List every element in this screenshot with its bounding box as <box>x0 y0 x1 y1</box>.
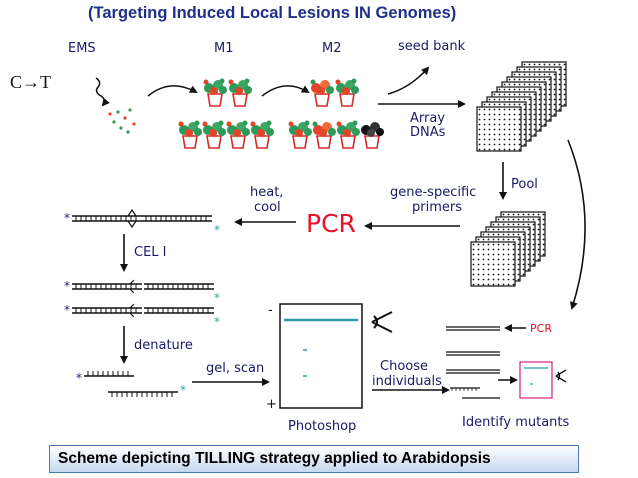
m1-plants <box>177 77 275 149</box>
caption-box: Scheme depicting TILLING strategy applie… <box>49 445 579 473</box>
diagram-title: (Targeting Induced Local Lesions IN Geno… <box>88 4 456 22</box>
cel-i-label: CEL I <box>134 245 167 260</box>
pool-label: Pool <box>511 177 538 192</box>
svg-text:*: * <box>64 303 70 317</box>
caption-text: Scheme depicting TILLING strategy applie… <box>58 450 491 467</box>
mini-gel <box>519 361 553 399</box>
m2-label: M2 <box>322 41 342 56</box>
arrow-right-curve <box>567 139 586 310</box>
eye-icon <box>371 311 393 333</box>
seed-bank-label: seed bank <box>398 39 466 54</box>
identify-mutants-label: Identify mutants <box>462 415 570 430</box>
individuals-label: individuals <box>372 374 442 389</box>
gel-image <box>279 303 363 409</box>
denature-label: denature <box>134 338 193 353</box>
gel-minus: - <box>268 303 273 318</box>
individual-duplexes <box>446 326 500 399</box>
arrow-to-seed-bank <box>387 66 430 95</box>
svg-text:*: * <box>76 371 82 385</box>
gel-scan-label: gel, scan <box>206 361 264 376</box>
arrow-m1-to-m2 <box>261 85 310 97</box>
svg-text:*: * <box>214 315 220 329</box>
choose-label: Choose <box>380 359 428 374</box>
heteroduplex-dna: * * <box>64 208 220 237</box>
ems-squiggle <box>95 77 110 107</box>
single-strands: * * <box>76 371 186 397</box>
arrow-ems-to-m1 <box>147 85 198 97</box>
primers-label-1: gene-specific <box>390 185 476 200</box>
mutation-label: C→T <box>10 72 51 92</box>
pcr-small-label: PCR <box>530 322 552 335</box>
dnas-label: DNAs <box>410 125 446 140</box>
svg-text:*: * <box>64 211 70 225</box>
plate-stack-pooled <box>470 211 546 287</box>
ems-label: EMS <box>68 41 96 56</box>
cleaved-dna-1: * * <box>64 279 220 305</box>
primers-label-2: primers <box>412 200 462 215</box>
pcr-label: PCR <box>306 209 356 238</box>
cool-label: cool <box>254 200 281 215</box>
plate-stack-top <box>476 61 567 152</box>
m1-label: M1 <box>214 41 234 56</box>
svg-text:*: * <box>64 279 70 293</box>
array-label: Array <box>410 111 445 126</box>
svg-text:*: * <box>214 223 220 237</box>
svg-text:*: * <box>214 291 220 305</box>
photoshop-label: Photoshop <box>288 419 356 434</box>
gel-plus: + <box>266 397 277 412</box>
cleaved-dna-2: * * <box>64 303 220 329</box>
svg-text:*: * <box>180 383 186 397</box>
ems-mutagen-dots <box>108 108 136 134</box>
small-eye-icon <box>555 369 567 383</box>
heat-label: heat, <box>250 185 283 200</box>
